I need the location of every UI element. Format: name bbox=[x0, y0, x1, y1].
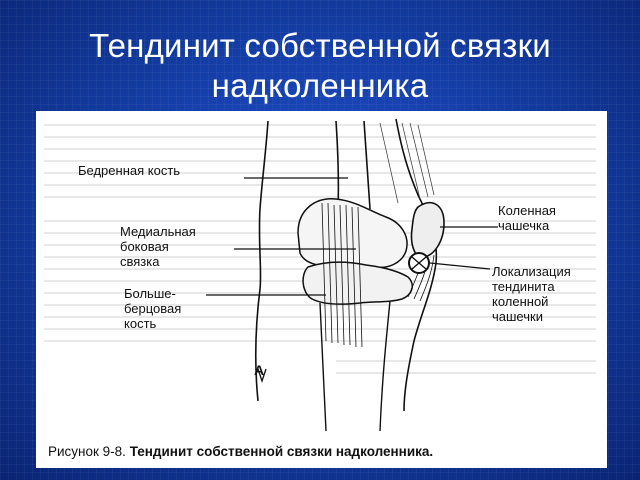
knee-figure: Бедренная кость Медиальная боковая связк… bbox=[36, 111, 607, 468]
label-tibia: Больше- берцовая кость bbox=[124, 286, 182, 331]
medial-ligament bbox=[321, 202, 363, 348]
slide-title: Тендинит собственной связки надколенника bbox=[20, 26, 620, 106]
label-femur: Бедренная кость bbox=[78, 163, 181, 178]
letter-arrow bbox=[257, 368, 267, 384]
label-tendinitis-location: Локализация тендинита коленной чашечки bbox=[492, 264, 571, 324]
label-medial-ligament: Медиальная боковая связка bbox=[120, 224, 196, 269]
tendinitis-leader bbox=[429, 262, 491, 270]
title-line-1: Тендинит собственной связки bbox=[89, 27, 551, 64]
tendinitis-marker bbox=[408, 252, 430, 274]
label-letter-a: А bbox=[254, 362, 265, 378]
label-patella: Коленная чашечка bbox=[498, 203, 556, 233]
caption-prefix: Рисунок 9-8. bbox=[48, 444, 130, 459]
quadriceps-tendon bbox=[379, 122, 435, 204]
title-line-2: надколенника bbox=[211, 67, 429, 104]
patella bbox=[410, 201, 445, 258]
knee-illustration bbox=[44, 118, 596, 432]
caption-text: Тендинит собственной связки надколенника… bbox=[129, 444, 434, 459]
leader-lines bbox=[206, 177, 498, 296]
figure-caption: Рисунок 9-8. Тендинит собственной связки… bbox=[48, 444, 433, 459]
